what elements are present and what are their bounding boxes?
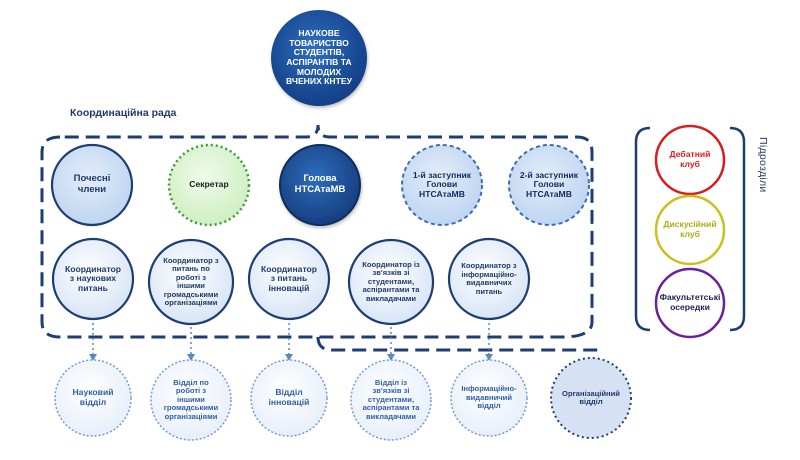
faculty-cells-circle xyxy=(654,267,726,339)
council-label: Координаційна рада xyxy=(70,107,177,120)
coordinator-publishing-circle xyxy=(447,237,531,321)
arrow-relations xyxy=(387,354,395,361)
deputy1-label: 1-й заступник Голови НТСАтаМВ xyxy=(412,169,472,199)
arrow-publishing xyxy=(485,354,493,361)
head-circle xyxy=(279,144,361,226)
dept-publishing-circle xyxy=(450,359,528,437)
units-bracket-right xyxy=(729,126,746,332)
coordinator-publishing-label: Координатор з інформаційно- видавничих п… xyxy=(461,261,517,296)
units-label: Підрозділи xyxy=(756,137,769,193)
arrow-science xyxy=(89,354,97,361)
secretary-label: Секретар xyxy=(189,179,229,190)
title-text: НАУКОВЕ ТОВАРИСТВО СТУДЕНТІВ, АСПІРАНТІВ… xyxy=(286,28,352,87)
dept-organization-circle xyxy=(550,357,632,439)
debate-club-circle xyxy=(654,124,726,196)
dept-relations-label: Відділ із зв'язків зі студентами, аспіра… xyxy=(362,377,420,421)
coordinator-relations-label: Координатор із зв'язків зі студентами, а… xyxy=(362,259,420,303)
coordinator-civic-label: Координатор з питань по роботі з іншими … xyxy=(163,255,219,307)
discussion-club-circle xyxy=(654,194,726,266)
honorary-circle xyxy=(50,143,134,227)
coordinator-innovation-circle xyxy=(247,237,331,321)
dept-civic-label: Відділ по роботі з іншими громадськими о… xyxy=(163,377,219,421)
coordinator-science-label: Координатор з наукових питань xyxy=(64,263,122,293)
coordinator-relations-circle xyxy=(347,238,435,326)
secretary-circle xyxy=(167,143,251,227)
dept-innovation-label: Відділ інновацій xyxy=(268,387,310,407)
discussion-club-label: Дискусійний клуб xyxy=(663,219,717,239)
honorary-label: Почесні члени xyxy=(73,173,111,195)
deputy1-circle xyxy=(401,144,483,226)
head-label: Голова НТСАтаМВ xyxy=(294,173,346,195)
council-bottom-curl xyxy=(316,336,600,352)
dept-civic-circle xyxy=(150,359,232,441)
dept-publishing-label: Інформаційно- видавничий відділ xyxy=(461,384,517,411)
dept-innovation-circle xyxy=(250,359,328,437)
dept-relations-circle xyxy=(350,359,432,441)
coordinator-science-circle xyxy=(51,237,135,321)
council-bracket xyxy=(40,124,594,339)
title-circle xyxy=(271,10,367,106)
debate-club-label: Дебатний клуб xyxy=(669,149,711,169)
faculty-cells-label: Факультетські осередки xyxy=(659,292,721,312)
dept-organization-label: Організаційний відділ xyxy=(562,388,620,406)
deputy2-circle xyxy=(508,144,590,226)
dept-science-circle xyxy=(54,359,132,437)
arrow-innovation xyxy=(285,354,293,361)
arrow-civic xyxy=(187,354,195,361)
coordinator-innovation-label: Координатор з питань інновацій xyxy=(260,263,318,293)
units-bracket xyxy=(634,126,651,332)
deputy2-label: 2-й заступник Голови НТСАтаМВ xyxy=(519,169,579,199)
coordinator-civic-circle xyxy=(147,238,235,326)
dept-science-label: Науковий відділ xyxy=(72,387,114,407)
